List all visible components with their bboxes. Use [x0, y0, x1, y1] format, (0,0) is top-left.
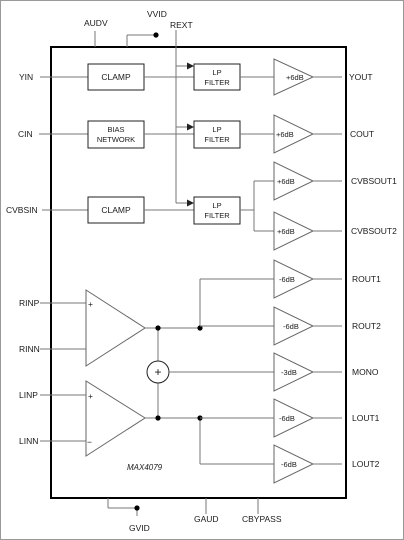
clamp-label-1: CLAMP [101, 72, 131, 82]
rinp-label: RINP [19, 298, 40, 308]
cout-label: COUT [350, 129, 374, 139]
mono-amp [273, 352, 315, 392]
audv-label: AUDV [84, 18, 108, 28]
rout2-amp [273, 306, 315, 346]
vvid-pin-dot [153, 32, 159, 38]
mono-gain: -3dB [281, 368, 297, 377]
gaud-label: GAUD [194, 514, 219, 524]
y-gain: +6dB [286, 73, 304, 82]
linp-label: LINP [19, 390, 38, 400]
filter-label-3: FILTER [204, 211, 230, 220]
clamp-label-2: CLAMP [101, 205, 131, 215]
left-opamp-plus: + [88, 391, 93, 401]
cin-label: CIN [18, 129, 33, 139]
bias-label: BIAS [107, 125, 124, 134]
cvbsout2-label: CVBSOUT2 [351, 226, 397, 236]
lp-filter-block-1 [193, 63, 241, 91]
left-opamp-minus: − [87, 437, 92, 447]
lout1-label: LOUT1 [352, 413, 380, 423]
rout1-amp [273, 259, 315, 299]
cvbs-output-amp-1 [273, 161, 315, 201]
lout2-label: LOUT2 [352, 459, 380, 469]
gvid-pin-dot [134, 505, 140, 511]
junction-dot [197, 325, 203, 331]
vvid-label: VVID [147, 9, 167, 19]
rinn-label: RINN [19, 344, 40, 354]
lp-filter-block-2 [193, 120, 241, 149]
lout2-gain: -6dB [281, 460, 297, 469]
lp-label-1: LP [212, 68, 221, 77]
arrow-icon [187, 62, 194, 70]
rout2-gain: -6dB [283, 322, 299, 331]
linn-label: LINN [19, 436, 38, 446]
part-number: MAX4079 [127, 463, 163, 472]
cvbs-output-amp-2 [273, 211, 315, 251]
lp-filter-block-3 [193, 196, 241, 225]
c-gain: +6dB [276, 130, 294, 139]
network-label: NETWORK [97, 135, 135, 144]
y-output-amp [273, 58, 315, 96]
c-output-amp [273, 114, 315, 154]
filter-label-2: FILTER [204, 135, 230, 144]
rout1-gain: -6dB [279, 275, 295, 284]
cvbs1-gain: +6dB [277, 177, 295, 186]
junction-dot [155, 325, 161, 331]
cvbs2-gain: +6dB [277, 227, 295, 236]
mono-label: MONO [352, 367, 379, 377]
bias-network-block [87, 120, 145, 149]
cvbsout1-label: CVBSOUT1 [351, 176, 397, 186]
right-opamp-plus: + [88, 299, 93, 309]
left-input-opamp [85, 380, 146, 457]
junction-dot [155, 415, 161, 421]
arrow-icon [187, 199, 194, 207]
arrow-icon [187, 123, 194, 131]
rout1-label: ROUT1 [352, 274, 381, 284]
rout2-label: ROUT2 [352, 321, 381, 331]
rext-label: REXT [170, 20, 193, 30]
lout2-amp [273, 444, 315, 484]
yin-label: YIN [19, 72, 33, 82]
lout1-amp [273, 398, 315, 438]
filter-label-1: FILTER [204, 78, 230, 87]
clamp-block-1 [87, 63, 145, 91]
lp-label-2: LP [212, 125, 221, 134]
summing-plus-icon: + [154, 365, 161, 379]
right-input-opamp [85, 289, 146, 367]
yout-label: YOUT [349, 72, 373, 82]
chip-outline [50, 46, 347, 499]
clamp-block-2 [87, 196, 145, 224]
cvbsin-label: CVBSIN [6, 205, 38, 215]
lp-label-3: LP [212, 201, 221, 210]
lout1-gain: -6dB [279, 414, 295, 423]
gvid-label: GVID [129, 523, 150, 533]
cbypass-label: CBYPASS [242, 514, 282, 524]
